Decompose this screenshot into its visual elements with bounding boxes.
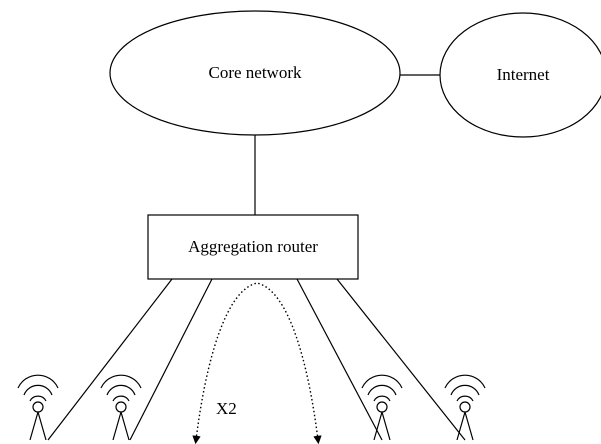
antenna-icon [361,374,403,441]
x2-label: X2 [216,399,237,418]
core-network-node [109,10,401,136]
core-network-label: Core network [208,63,302,82]
base-station [17,374,59,441]
backhaul-link [296,278,383,441]
backhaul-link [129,278,213,441]
base-station [361,374,403,441]
antenna-icon [444,374,486,441]
aggregation-router-label: Aggregation router [188,237,318,256]
internet-label: Internet [497,65,550,84]
base-station [444,374,486,441]
internet-node [439,12,601,138]
antenna-icon [17,374,59,441]
backhaul-link [336,278,466,441]
backhaul-link [47,278,173,441]
x2-interface-arc [192,282,322,444]
aggregation-router-node [147,214,359,280]
base-station [100,374,142,441]
backhaul-links [47,278,466,441]
antenna-icon [100,374,142,441]
